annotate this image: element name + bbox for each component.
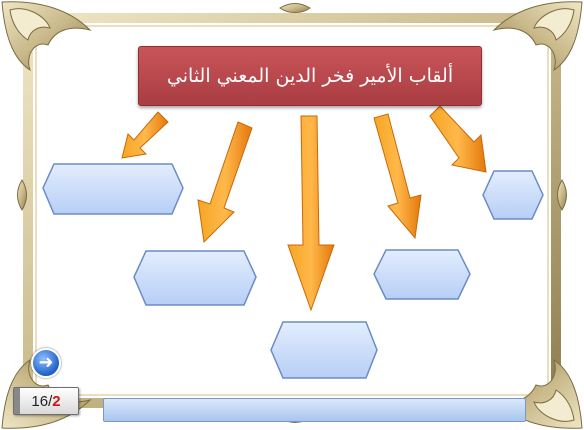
hexagon-box-4 [373, 249, 471, 300]
slide-counter: 16/2 [13, 387, 79, 415]
arrow-to-box-2 [197, 121, 253, 244]
arrow-to-box-3 [287, 115, 335, 312]
bottom-progress-bar [103, 398, 526, 422]
counter-edge [14, 388, 20, 414]
arrow-to-box-5 [429, 105, 487, 173]
hexagon-box-5 [482, 170, 544, 220]
corner-ornament [492, 1, 583, 72]
counter-total: 16 [31, 392, 49, 410]
hexagon-box-3 [270, 321, 378, 379]
corner-ornament [1, 1, 92, 72]
next-arrow-icon[interactable]: ➜ [31, 348, 61, 378]
counter-separator: / [48, 392, 53, 410]
arrow-to-box-1 [121, 111, 169, 159]
hexagon-box-1 [42, 163, 184, 215]
counter-current: 2 [52, 392, 61, 410]
hexagon-box-2 [133, 250, 257, 306]
title-banner: ألقاب الأمير فخر الدين المعني الثاني [138, 46, 482, 106]
arrow-to-box-4 [373, 113, 422, 240]
